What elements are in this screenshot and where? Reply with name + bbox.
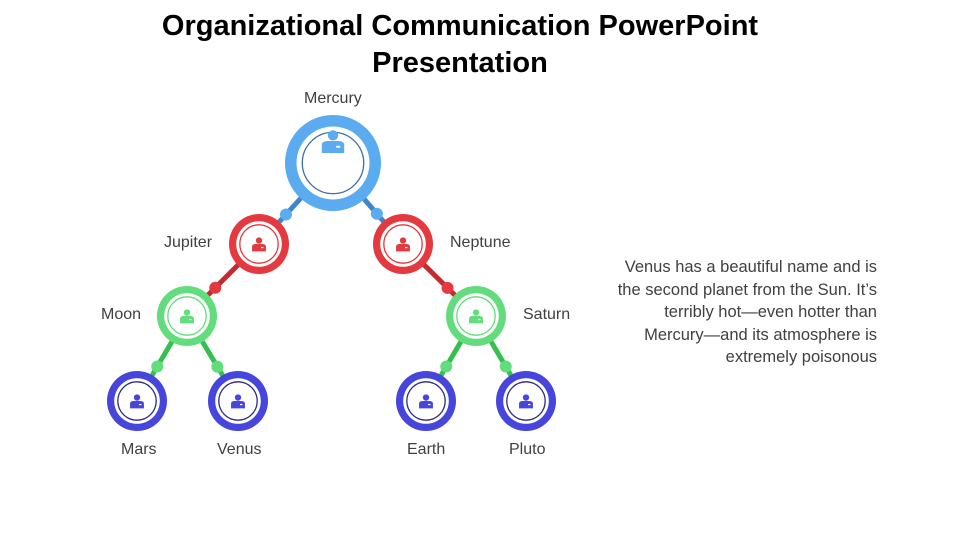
node-label-neptune: Neptune	[450, 234, 511, 251]
connector-dot	[279, 208, 292, 221]
connector-dot	[440, 360, 453, 373]
node-jupiter[interactable]	[229, 214, 289, 274]
node-earth[interactable]	[396, 371, 456, 431]
node-pluto[interactable]	[496, 371, 556, 431]
node-label-mercury: Mercury	[304, 90, 362, 107]
node-label-mars: Mars	[121, 441, 157, 458]
node-neptune[interactable]	[373, 214, 433, 274]
node-inner-ring	[506, 381, 546, 421]
person-headset-icon	[469, 309, 483, 324]
astronaut-icon	[130, 394, 144, 409]
connector-dot	[370, 207, 383, 220]
node-inner	[296, 126, 370, 200]
node-label-venus: Venus	[217, 441, 262, 458]
description-text: Venus has a beautiful name and is the se…	[617, 258, 877, 366]
node-inner-ring	[406, 381, 446, 421]
node-inner-ring	[117, 381, 157, 421]
person-icon	[321, 130, 345, 153]
node-mercury[interactable]	[285, 115, 381, 211]
node-inner-ring	[167, 296, 207, 336]
connector-dot	[499, 360, 512, 373]
slide-title: Organizational Communication PowerPoint …	[161, 10, 759, 79]
doctor-icon	[252, 237, 266, 252]
node-label-moon: Moon	[101, 306, 142, 323]
node-saturn[interactable]	[446, 286, 506, 346]
connector-dot	[151, 360, 164, 373]
node-mars[interactable]	[107, 371, 167, 431]
node-label-saturn: Saturn	[523, 306, 571, 323]
connector-dot	[441, 281, 454, 294]
node-moon[interactable]	[157, 286, 217, 346]
astronaut-icon	[419, 394, 433, 409]
node-inner-ring	[383, 224, 423, 264]
connector-dot	[209, 281, 222, 294]
astronaut-icon	[231, 394, 245, 409]
doctor-icon	[396, 237, 410, 252]
node-inner-ring	[456, 296, 496, 336]
person-headset-icon	[180, 309, 194, 324]
node-venus[interactable]	[208, 371, 268, 431]
node-inner-ring	[239, 224, 279, 264]
node-label-jupiter: Jupiter	[164, 234, 213, 251]
node-label-earth: Earth	[407, 441, 446, 458]
node-label-pluto: Pluto	[509, 441, 546, 458]
astronaut-icon	[519, 394, 533, 409]
connector-dot	[211, 360, 224, 373]
node-inner-ring	[218, 381, 258, 421]
